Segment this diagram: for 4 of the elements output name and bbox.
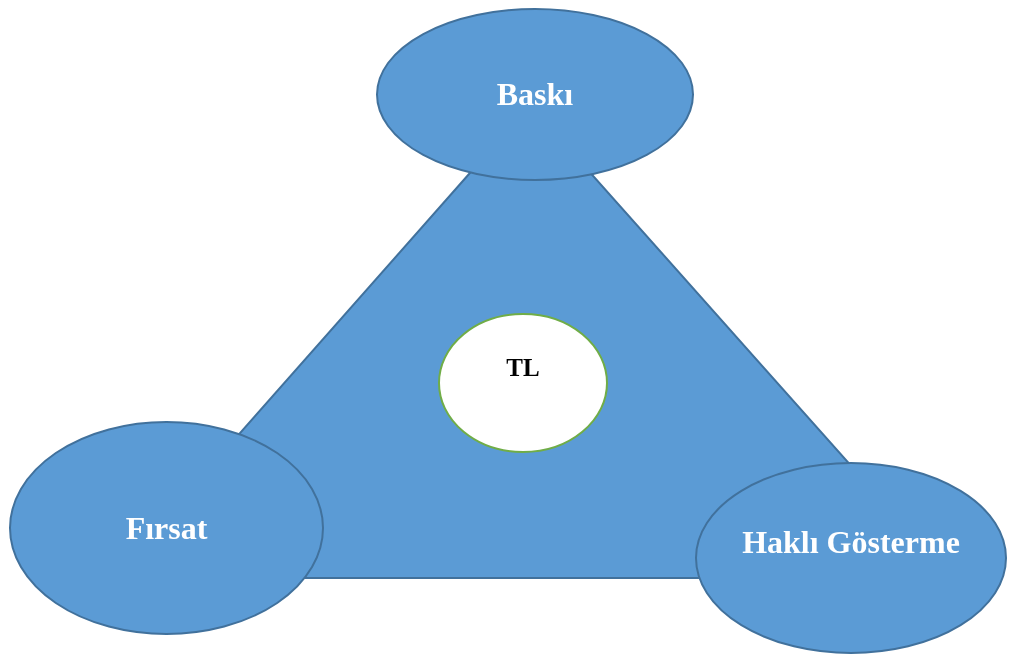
node-label: Baskı: [496, 76, 574, 113]
node-label: Haklı Gösterme: [742, 523, 960, 561]
node-label: Fırsat: [125, 509, 208, 547]
node-label: TL: [506, 354, 540, 382]
